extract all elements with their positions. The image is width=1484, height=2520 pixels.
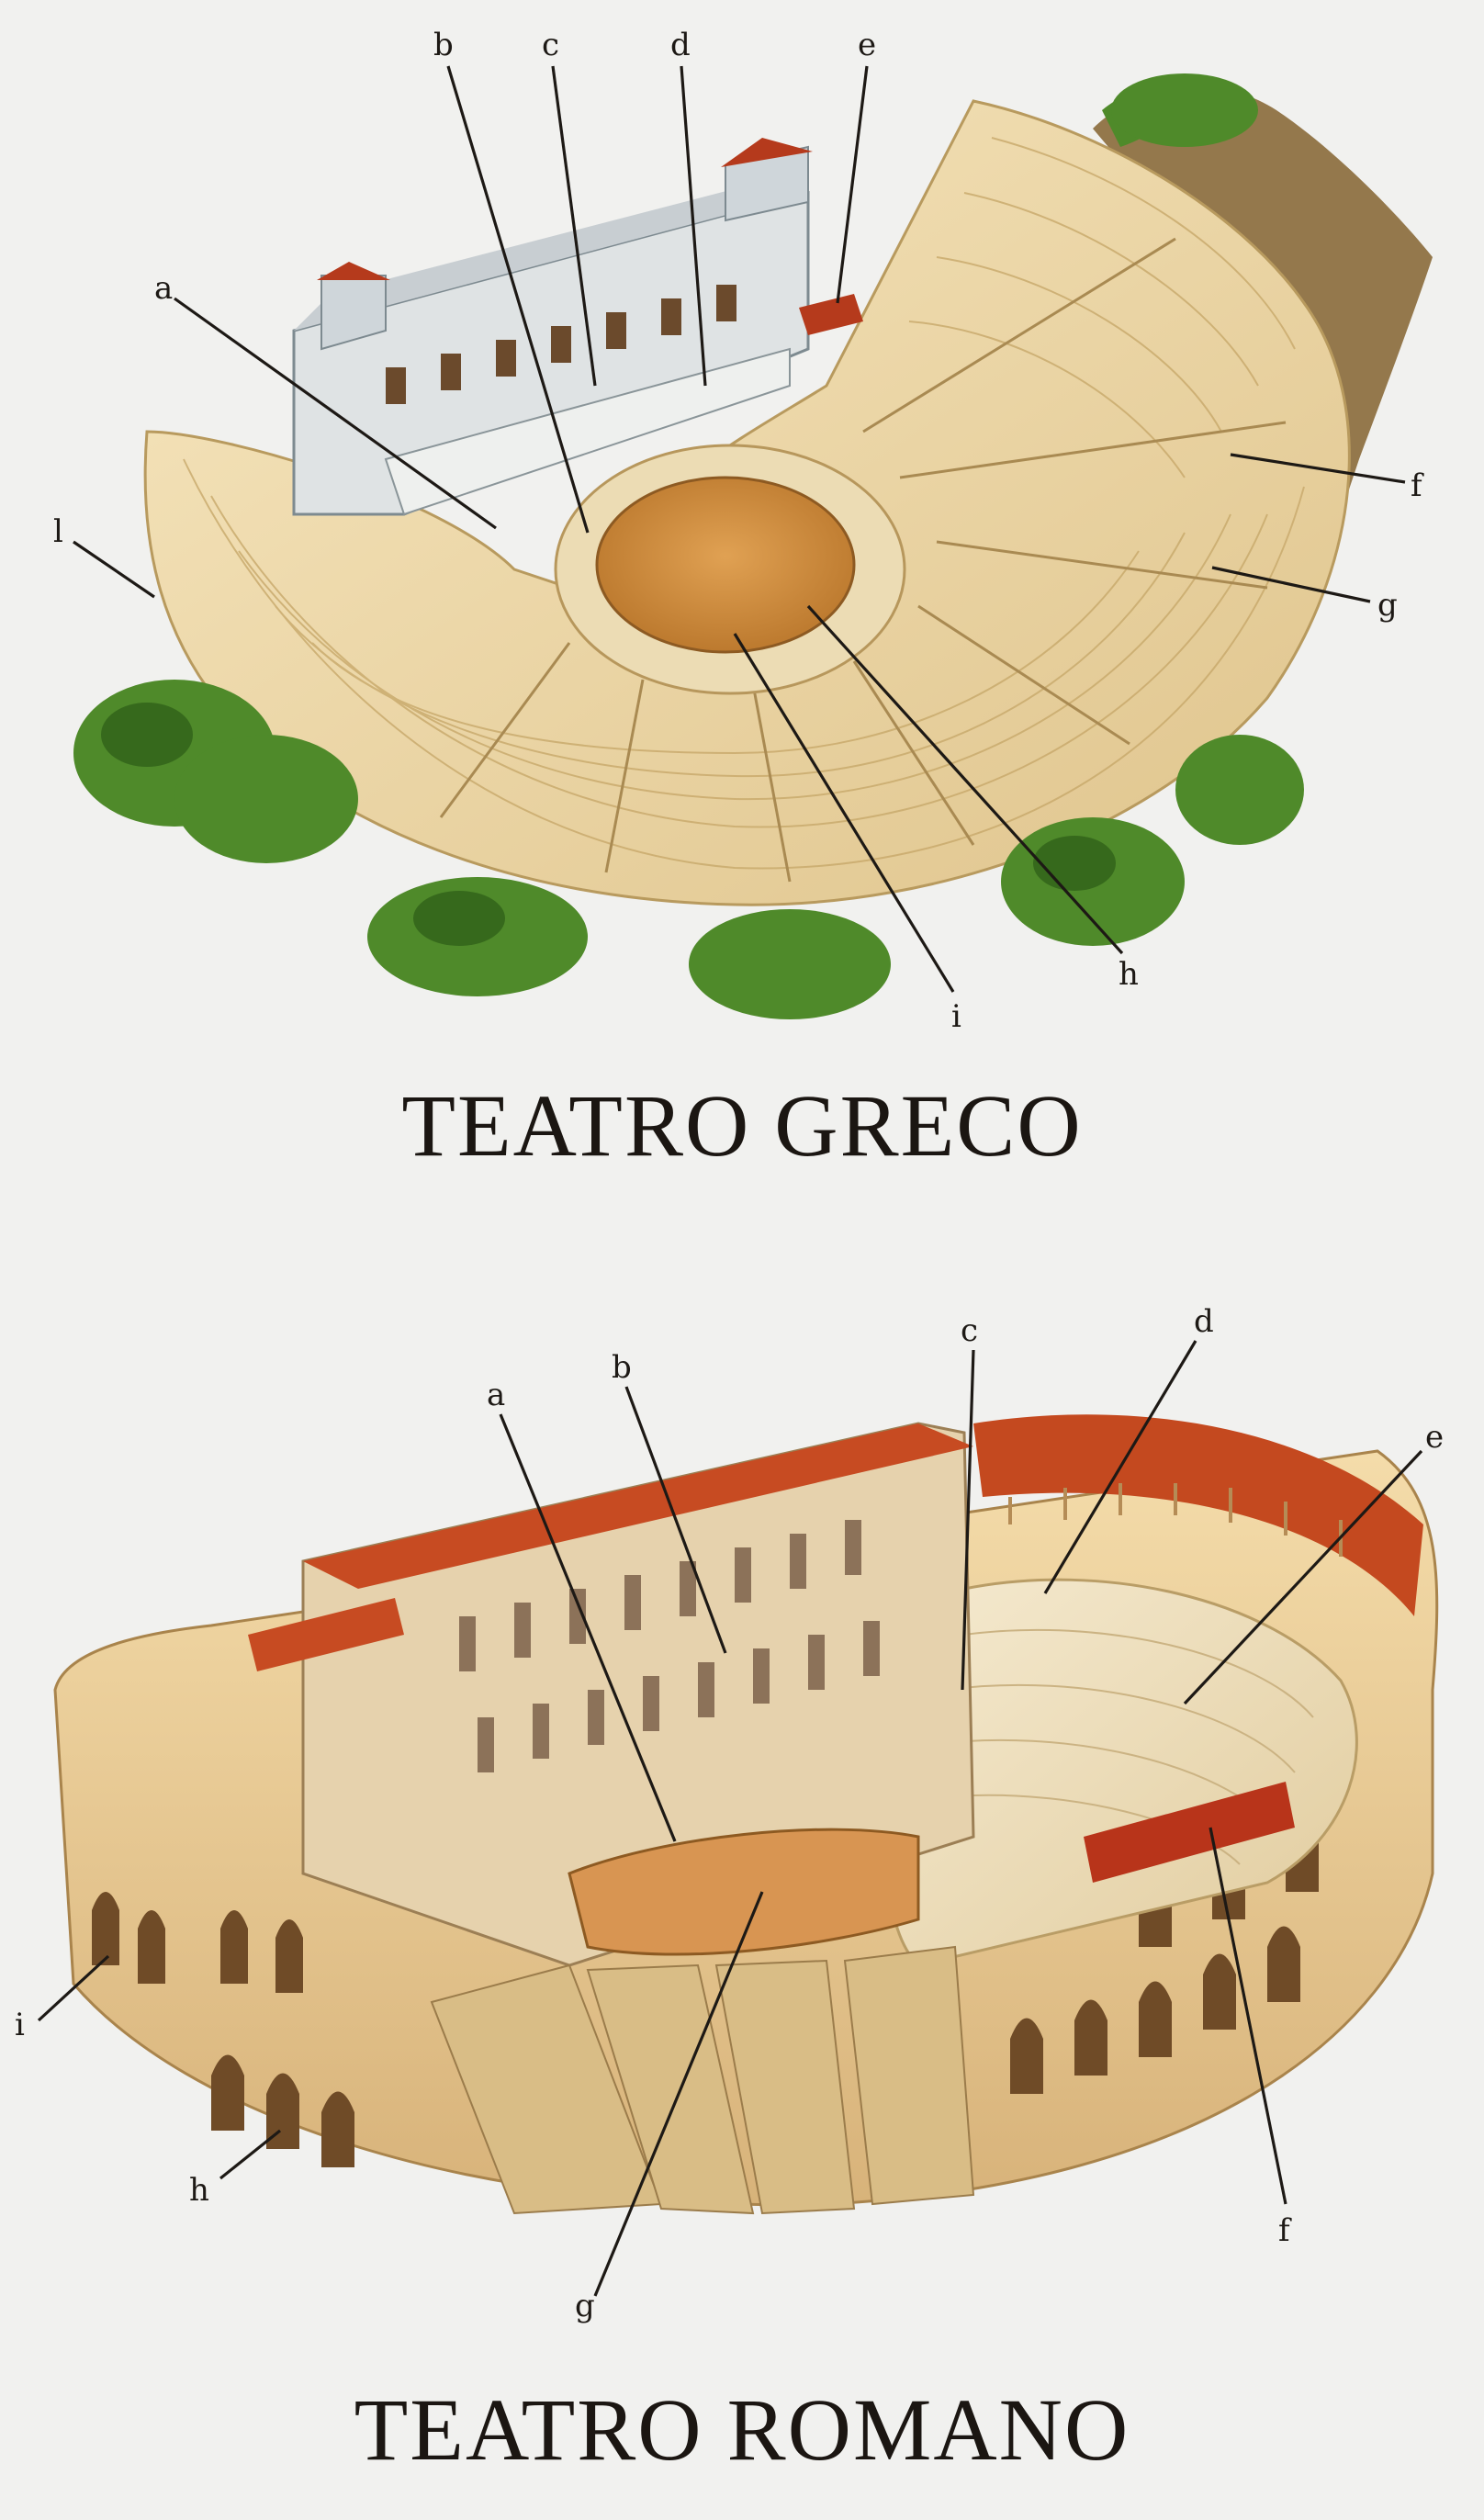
leader-d: [680, 65, 707, 387]
leader-c: [551, 65, 597, 387]
greek-leader-lines: [73, 65, 1406, 993]
roman-red-wall: [1084, 1782, 1295, 1883]
leader-b: [624, 1386, 727, 1654]
leader-a: [174, 297, 497, 530]
leader-f: [1209, 1827, 1287, 2205]
leader-i: [733, 633, 955, 993]
leader-f: [1230, 453, 1406, 484]
roman-label-b: b: [612, 1349, 632, 1386]
leader-e: [1183, 1449, 1423, 1705]
greek-seating-rows: [183, 137, 1305, 870]
leader-g: [1211, 566, 1371, 603]
roman-label-c: c: [961, 1312, 978, 1349]
greek-label-e: e: [858, 27, 876, 63]
roman-label-a: a: [487, 1377, 505, 1413]
greek-orchestra: [595, 476, 856, 654]
greek-aisles: [439, 237, 1287, 883]
greek-label-h: h: [1119, 956, 1139, 993]
roman-vaults: [430, 1945, 975, 2215]
roman-leader-lines: [37, 1340, 1423, 2297]
greek-theatre-illustration: a b c d e f g h i l: [53, 27, 1433, 1035]
roman-theatre-panel: a b c d e f g h i TEATRO ROMANO: [0, 1286, 1484, 2520]
greek-skene: [292, 138, 863, 516]
roman-stage: [568, 1828, 920, 1956]
tree-shade: [101, 703, 193, 767]
greek-label-l: l: [53, 513, 63, 550]
roman-label-d: d: [1194, 1303, 1214, 1340]
leader-g: [593, 1891, 764, 2297]
greek-label-g: g: [1377, 587, 1398, 624]
leader-l: [73, 540, 155, 599]
leader-e: [836, 65, 869, 304]
leader-d: [1043, 1340, 1197, 1594]
leader-i: [37, 1954, 110, 2022]
greek-theatre-title: TEATRO GRECO: [401, 1076, 1083, 1175]
roman-label-e: e: [1425, 1419, 1444, 1456]
greek-label-c: c: [542, 27, 559, 63]
greek-label-i: i: [951, 998, 961, 1035]
leader-h: [219, 2129, 281, 2180]
leader-c: [961, 1349, 975, 1691]
greek-label-d: d: [670, 27, 691, 63]
roman-label-h: h: [189, 2172, 209, 2209]
greek-label-a: a: [154, 270, 173, 307]
roman-colonnade-roof: [973, 1414, 1423, 1616]
greek-label-f: f: [1411, 467, 1424, 504]
roman-theatre-title: TEATRO ROMANO: [354, 2380, 1130, 2479]
leader-b: [446, 65, 590, 534]
roman-label-f: f: [1278, 2212, 1292, 2249]
leader-h: [806, 604, 1124, 955]
roman-label-g: g: [575, 2288, 595, 2324]
tree-shade: [1033, 836, 1116, 891]
roman-theatre-illustration: a b c d e f g h i: [15, 1303, 1444, 2324]
greek-label-b: b: [433, 27, 454, 63]
roman-label-i: i: [15, 2007, 25, 2043]
leader-a: [499, 1413, 677, 1842]
tree-shade: [413, 891, 505, 946]
greek-theatre-panel: a b c d e f g h i l TEATRO GRECO: [0, 0, 1484, 1231]
